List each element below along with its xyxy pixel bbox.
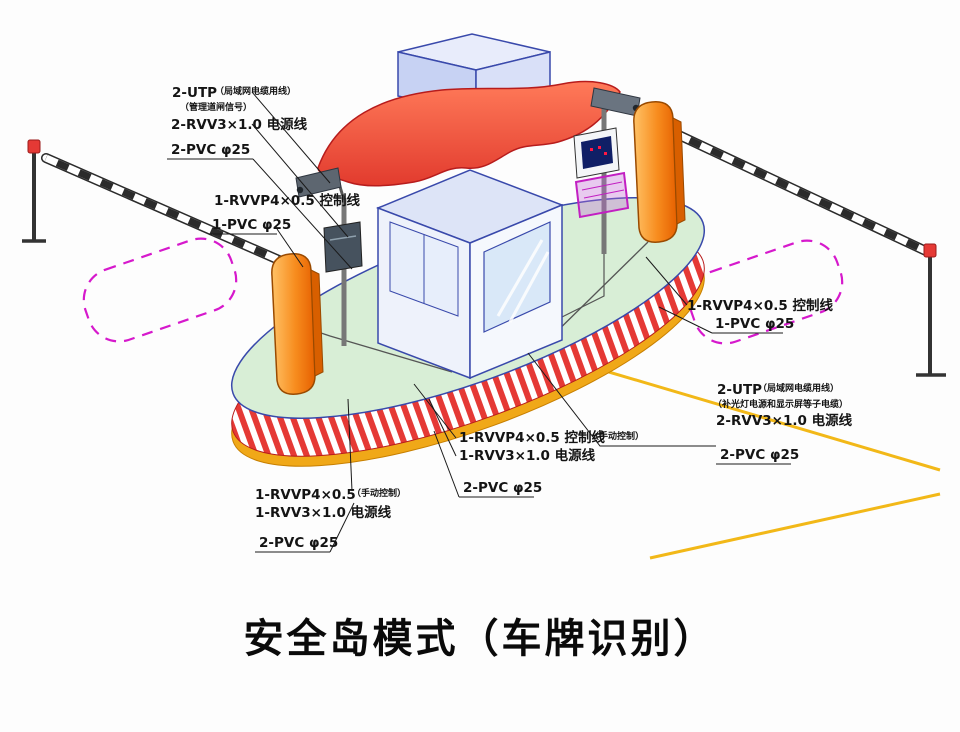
leader-topleft-3 bbox=[252, 158, 353, 270]
junction-box-detail bbox=[329, 235, 357, 241]
left-barrier-cabinet-side bbox=[310, 269, 324, 377]
left-barrier-gate bbox=[41, 153, 324, 395]
label-rightlower-note2: （补光灯电源和显示屏等子电缆） bbox=[713, 398, 848, 410]
label-rightlower-power: 2-RVV3×1.0 电源线 bbox=[716, 412, 853, 429]
label-bottomleft-note: （手动控制） bbox=[352, 487, 406, 499]
label-rightlower-note1: （局域网电缆用线） bbox=[758, 382, 839, 394]
screen-pixel-1 bbox=[590, 148, 593, 151]
leader-lines bbox=[167, 91, 791, 553]
label-rightmid-pvc: 1-PVC φ25 bbox=[715, 316, 794, 332]
leader-bottomcenter-3 bbox=[433, 430, 460, 498]
leader-rightmid-2 bbox=[658, 306, 713, 334]
diagram-title: 安全岛模式（车牌识别） bbox=[243, 616, 717, 662]
right-rest-pole bbox=[916, 243, 946, 377]
lane-markings bbox=[547, 352, 941, 560]
leader-bottomleft-1 bbox=[347, 398, 353, 492]
leader-rightmid bbox=[645, 256, 688, 306]
leader-bottomcenter-2 bbox=[428, 398, 457, 457]
right-barrier-cabinet bbox=[633, 101, 678, 243]
label-topleft-code: 2-UTP bbox=[172, 85, 217, 101]
led-fill-light-panel bbox=[574, 171, 630, 219]
lane-line-lower bbox=[649, 492, 941, 560]
window-glare-2 bbox=[508, 251, 550, 323]
screen-pixel-2 bbox=[598, 146, 601, 149]
led-panel-line-2 bbox=[583, 189, 625, 199]
canopy-shape bbox=[317, 80, 621, 187]
left-junction-box bbox=[323, 221, 363, 273]
label-bottomleft-pvc: 2-PVC φ25 bbox=[259, 535, 338, 551]
label-topleft-power: 2-RVV3×1.0 电源线 bbox=[171, 116, 308, 133]
conduit-to-right-pole bbox=[551, 254, 605, 323]
leader-bottomleft-2 bbox=[329, 502, 355, 553]
label-rightlower-code: 2-UTP bbox=[717, 382, 762, 398]
label-bottomcenter-control: 1-RVVP4×0.5 控制线 bbox=[459, 429, 606, 446]
left-barrier-arm-stripes bbox=[44, 154, 290, 268]
guard-booth bbox=[375, 169, 565, 380]
label-topleft-pvc: 2-PVC φ25 bbox=[171, 142, 250, 158]
left-barrier-cabinet bbox=[271, 253, 316, 395]
right-barrier-cabinet-side bbox=[672, 117, 686, 225]
left-camera-lens-icon bbox=[296, 186, 304, 194]
right-vehicle-loop bbox=[688, 239, 844, 345]
label-left-control: 1-RVVP4×0.5 控制线 bbox=[214, 192, 361, 209]
right-barrier-gate bbox=[633, 101, 933, 257]
leader-left bbox=[276, 228, 304, 268]
led-panel-line-1 bbox=[581, 181, 623, 191]
label-bottomcenter-note: （手动控制） bbox=[590, 430, 644, 442]
label-bottomleft-control: 1-RVVP4×0.5 bbox=[255, 487, 356, 503]
label-bottomcenter-power: 1-RVV3×1.0 电源线 bbox=[459, 447, 596, 464]
right-camera-assembly bbox=[573, 87, 641, 254]
cable-labels: 2-UTP （局域网电缆用线） （管理道闸信号） 2-RVV3×1.0 电源线 … bbox=[171, 85, 853, 551]
left-vehicle-loop bbox=[82, 237, 238, 343]
canopy bbox=[317, 80, 621, 187]
window-glare-1 bbox=[496, 239, 544, 317]
label-rightmid-control: 1-RVVP4×0.5 控制线 bbox=[687, 297, 834, 314]
ground-loops bbox=[82, 237, 844, 345]
label-bottomcenter-pvc: 2-PVC φ25 bbox=[463, 480, 542, 496]
leader-topleft-1 bbox=[251, 91, 331, 184]
lane-line-upper bbox=[547, 352, 941, 472]
label-topleft-note1: （局域网电缆用线） bbox=[215, 85, 296, 97]
leader-rightlower bbox=[527, 352, 716, 447]
display-screen bbox=[581, 136, 613, 169]
right-pole-red-cap bbox=[923, 243, 937, 258]
safety-island-diagram: 2-UTP （局域网电缆用线） （管理道闸信号） 2-RVV3×1.0 电源线 … bbox=[22, 33, 946, 560]
label-left-pvc: 1-PVC φ25 bbox=[212, 217, 291, 233]
label-rightlower-pvc: 2-PVC φ25 bbox=[720, 447, 799, 463]
screen-pixel-3 bbox=[604, 152, 607, 155]
right-barrier-arm bbox=[664, 126, 932, 256]
leader-topleft-2 bbox=[251, 123, 349, 238]
label-bottomleft-power: 1-RVV3×1.0 电源线 bbox=[255, 504, 392, 521]
left-pole-red-cap bbox=[27, 139, 41, 154]
left-rest-pole bbox=[22, 139, 46, 243]
label-topleft-note2: （管理道闸信号） bbox=[180, 101, 252, 113]
booth-front-window bbox=[483, 221, 551, 333]
